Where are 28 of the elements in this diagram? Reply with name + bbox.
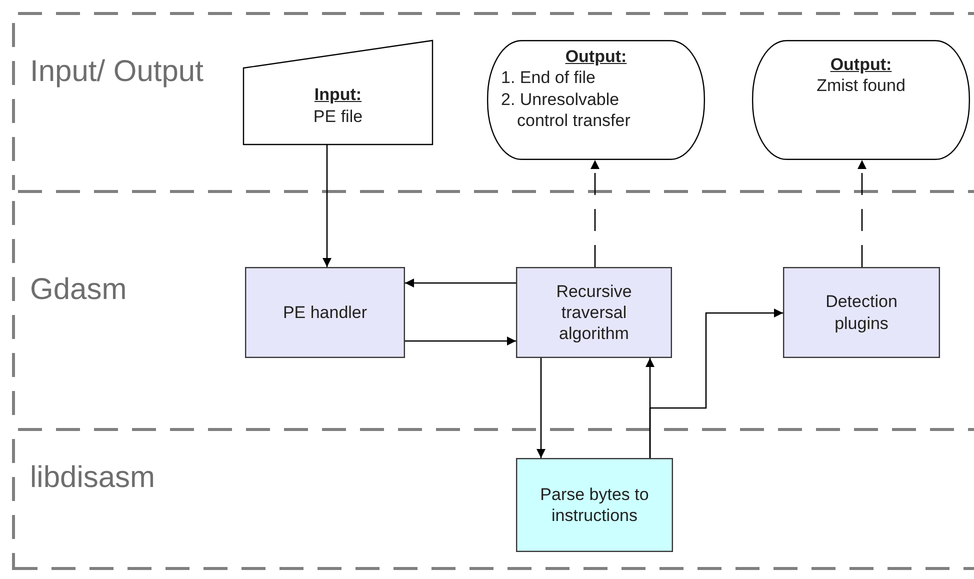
heading: Output: <box>830 54 892 76</box>
body-text: 2. Unresolvable control transfer <box>500 88 632 131</box>
process-box <box>783 267 940 358</box>
dashed-arrow <box>590 160 600 267</box>
body-text: PE file <box>313 106 363 127</box>
box-label: Detection plugins <box>824 291 898 334</box>
arrow <box>649 308 783 458</box>
box-label: Recursive traversal algorithm <box>555 280 633 344</box>
process-box <box>245 267 405 358</box>
manual-input-shape <box>243 40 433 145</box>
dashed-arrow <box>858 160 866 267</box>
process-box <box>516 267 672 358</box>
lane-label: Input/ Output <box>30 55 204 88</box>
heading: Input: <box>314 84 362 106</box>
arrow <box>405 336 516 346</box>
arrow <box>536 358 546 458</box>
body-text: Zmist found <box>816 75 906 96</box>
arrow <box>322 145 332 267</box>
body-text: 1. End of file <box>500 67 596 88</box>
lane-label: libdisasm <box>30 461 156 494</box>
box-label: Parse bytes to instructions <box>539 484 650 526</box>
process-box <box>516 458 673 552</box>
arrow <box>405 278 516 288</box>
swimlane <box>12 428 974 570</box>
box-label: PE handler <box>282 302 368 324</box>
heading: Output: <box>565 46 627 68</box>
swimlane <box>12 12 974 190</box>
lane-label: Gdasm <box>30 273 127 306</box>
